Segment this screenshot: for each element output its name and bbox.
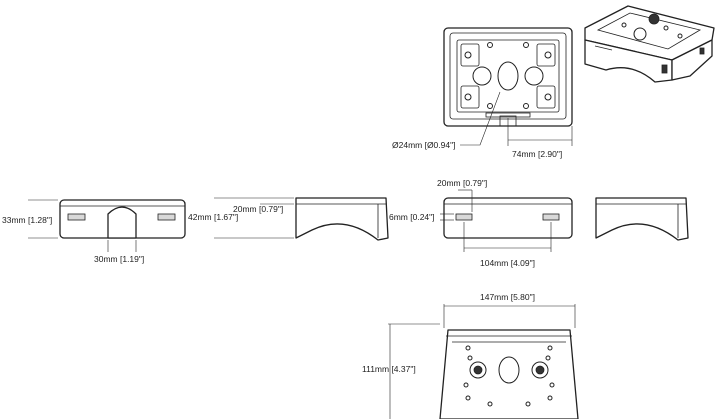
isometric-view (584, 5, 715, 83)
bottom-view (388, 304, 579, 419)
side-view-profile (214, 197, 389, 241)
rib-pockets (460, 42, 556, 109)
dim-slot-30: 30mm [1.19"] (94, 254, 144, 264)
center-hole (497, 61, 519, 91)
top-view (443, 27, 573, 146)
side-view-long (440, 189, 573, 252)
side-view-front (28, 199, 186, 252)
dim-width-147: 147mm [5.80"] (480, 292, 535, 302)
dim-height-6: 6mm [0.24"] (389, 212, 435, 222)
dim-depth-111: 111mm [4.37"] (362, 364, 416, 374)
dim-step-20-a: 20mm [0.79"] (233, 204, 283, 214)
dim-span-104: 104mm [4.09"] (480, 258, 535, 268)
dim-height-33: 33mm [1.28"] (2, 215, 52, 225)
dim-step-20-b: 20mm [0.79"] (437, 178, 487, 188)
dim-hole-diameter: Ø24mm [Ø0.94"] (392, 140, 455, 150)
dim-top-width: 74mm [2.90"] (512, 149, 562, 159)
side-view-profile-right (595, 197, 689, 241)
dim-height-42: 42mm [1.67"] (188, 212, 238, 222)
